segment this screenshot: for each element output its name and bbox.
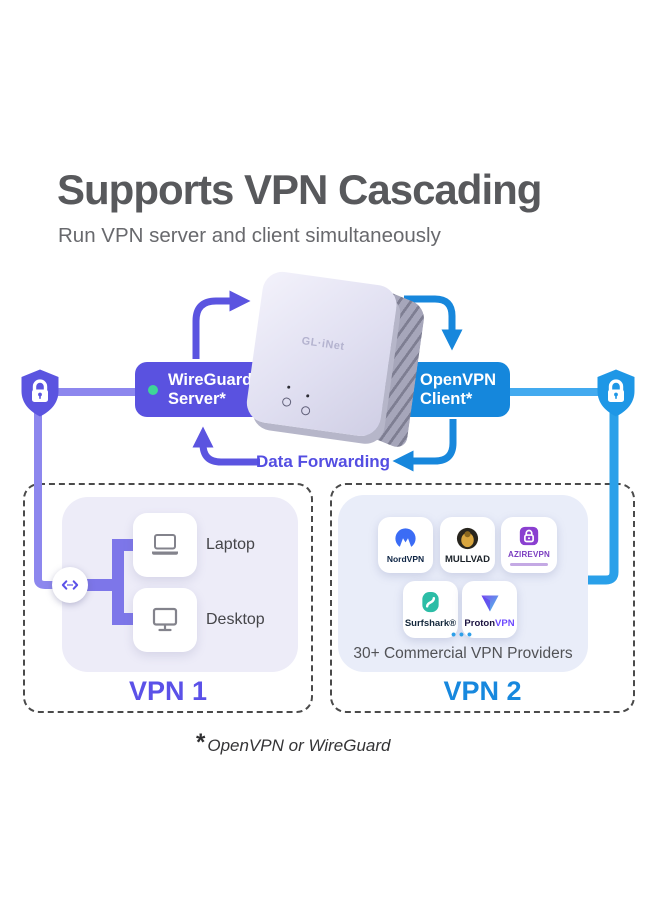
desktop-label: Desktop xyxy=(206,611,265,628)
azirevpn-tile: AZIREVPN xyxy=(501,517,557,573)
more-providers-dots: ••• xyxy=(451,626,475,642)
laptop-icon xyxy=(152,534,178,555)
mullvad-tile: MULLVAD xyxy=(440,517,495,573)
shield-lock-icon-left xyxy=(19,368,61,418)
router-front: GL·iNet xyxy=(244,269,400,439)
surfshark-logo xyxy=(422,591,439,613)
vpn1-title: VPN 1 xyxy=(128,676,208,706)
nordvpn-name: NordVPN xyxy=(386,554,425,564)
azirevpn-logo xyxy=(519,526,539,545)
laptop-label: Laptop xyxy=(206,536,255,553)
shield-lock-icon-right xyxy=(595,368,637,418)
footnote: * OpenVPN or WireGuard xyxy=(196,731,390,756)
desktop-icon xyxy=(152,607,178,632)
nordvpn-tile: NordVPN xyxy=(378,517,433,573)
vpn2-title: VPN 2 xyxy=(443,676,522,706)
page-subtitle: Run VPN server and client simultaneously xyxy=(58,224,441,247)
protonvpn-tile: ProtonVPN xyxy=(462,581,517,638)
vpn1-group-box xyxy=(23,483,313,713)
footnote-asterisk: * xyxy=(196,729,206,756)
led-dot xyxy=(287,385,291,389)
protonvpn-name: ProtonVPN xyxy=(464,617,515,629)
code-node-icon xyxy=(61,580,79,590)
led-dot xyxy=(306,394,310,398)
vpn2-group-box xyxy=(330,483,635,713)
status-dot-icon xyxy=(148,384,158,395)
power-icon xyxy=(281,396,292,408)
mullvad-name: MULLVAD xyxy=(444,553,491,565)
desktop-tile xyxy=(133,588,197,652)
azirevpn-name: AZIREVPN xyxy=(507,549,551,559)
surfshark-tile: Surfshark® xyxy=(403,581,458,638)
page-title: Supports VPN Cascading xyxy=(57,166,542,213)
wireguard-server-label: WireGuard Server* xyxy=(168,370,253,408)
surfshark-name: Surfshark® xyxy=(404,618,457,629)
nordvpn-logo xyxy=(395,528,416,551)
footnote-text: OpenVPN or WireGuard xyxy=(207,736,391,755)
protonvpn-logo xyxy=(481,595,498,611)
openvpn-client-label: OpenVPN Client* xyxy=(420,370,497,408)
reset-icon xyxy=(300,405,311,416)
azirevpn-tagline xyxy=(510,562,548,566)
router-device: GL·iNet xyxy=(242,269,443,458)
providers-caption: 30+ Commercial VPN Providers xyxy=(353,645,573,662)
data-forwarding-label: Data Forwarding xyxy=(255,452,391,471)
mullvad-logo xyxy=(456,527,479,549)
router-brand-logo: GL·iNet xyxy=(300,335,346,353)
laptop-tile xyxy=(133,513,197,577)
lan-node xyxy=(52,567,88,603)
